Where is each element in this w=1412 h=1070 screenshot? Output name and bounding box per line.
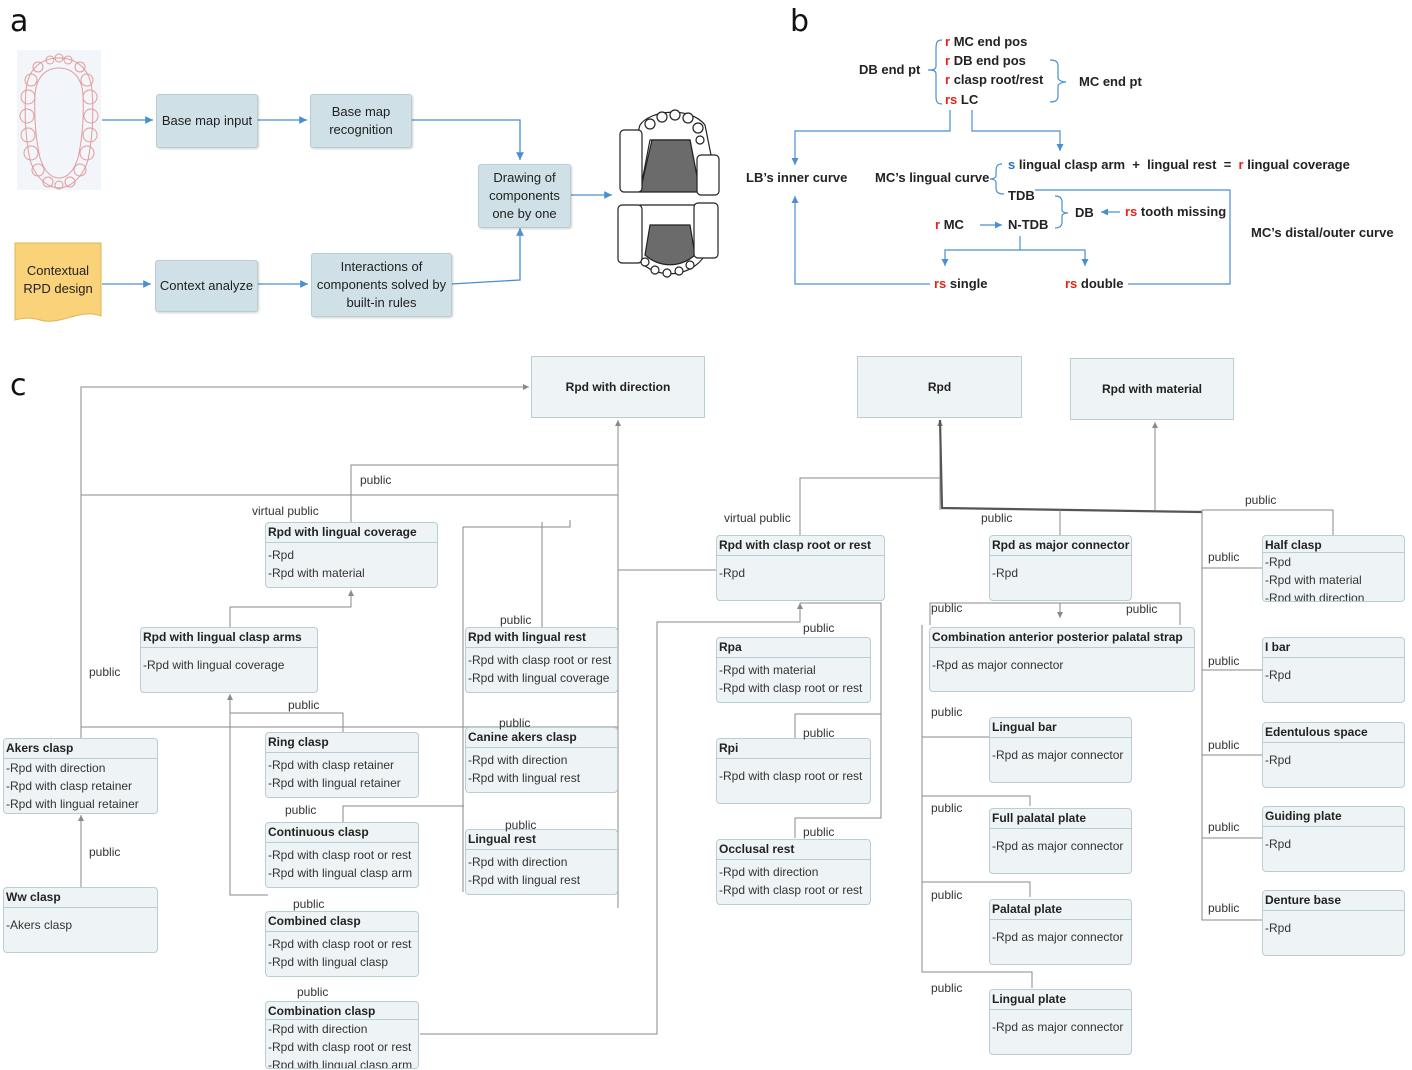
class-ring-clasp: Ring clasp -Rpd with clasp retainer-Rpd … bbox=[265, 732, 419, 798]
base-map-input-box: Base map input bbox=[156, 94, 258, 148]
public-label: public bbox=[1245, 493, 1277, 507]
class-akers-clasp: Akers clasp -Rpd with direction-Rpd with… bbox=[3, 738, 158, 814]
context-analyze-box: Context analyze bbox=[155, 260, 258, 312]
class-continuous-clasp: Continuous clasp -Rpd with clasp root or… bbox=[265, 822, 419, 888]
public-label: public bbox=[981, 511, 1013, 525]
public-label: public bbox=[293, 897, 325, 911]
public-label: public bbox=[360, 473, 392, 487]
panel-label-b: b bbox=[790, 4, 810, 39]
public-label: public bbox=[505, 818, 537, 832]
public-label: public bbox=[931, 981, 963, 995]
clasp-root-rest-label: r clasp root/rest bbox=[945, 72, 1044, 87]
class-rpi: Rpi -Rpd with clasp root or rest bbox=[716, 738, 871, 804]
class-combined-clasp: Combined clasp -Rpd with clasp root or r… bbox=[265, 911, 419, 977]
class-combination-clasp: Combination clasp -Rpd with direction-Rp… bbox=[265, 1001, 419, 1069]
public-label: public bbox=[1208, 901, 1240, 915]
class-rpa: Rpa -Rpd with material-Rpd with clasp ro… bbox=[716, 637, 871, 703]
public-label: public bbox=[803, 726, 835, 740]
public-label: public bbox=[803, 621, 835, 635]
public-label: public bbox=[1208, 738, 1240, 752]
document-shape bbox=[14, 242, 102, 322]
class-rpd-with-clasp-root-or-rest: Rpd with clasp root or rest -Rpd bbox=[716, 535, 885, 601]
interactions-box: Interactions of components solved by bui… bbox=[311, 253, 452, 317]
db-end-pos-label: r DB end pos bbox=[945, 53, 1026, 68]
public-label: public bbox=[499, 716, 531, 730]
class-rpd-with-lingual-rest: Rpd with lingual rest -Rpd with clasp ro… bbox=[465, 627, 618, 693]
public-label: public bbox=[931, 888, 963, 902]
class-guiding-plate: Guiding plate -Rpd bbox=[1262, 806, 1405, 872]
class-occlusal-rest: Occlusal rest -Rpd with direction-Rpd wi… bbox=[716, 839, 871, 905]
panel-label-c: c bbox=[10, 368, 27, 403]
rpd-drawing-icon bbox=[617, 109, 720, 278]
public-label: public bbox=[803, 825, 835, 839]
virtual-public-label: virtual public bbox=[724, 511, 791, 525]
class-half-clasp: Half clasp -Rpd-Rpd with material-Rpd wi… bbox=[1262, 535, 1405, 602]
lb-inner-curve-label: LB’s inner curve bbox=[746, 170, 848, 185]
public-label: public bbox=[288, 698, 320, 712]
single-label: rs single bbox=[934, 276, 988, 291]
public-label: public bbox=[89, 665, 121, 679]
public-label: public bbox=[1208, 820, 1240, 834]
public-label: public bbox=[931, 801, 963, 815]
ntdb-label: N-TDB bbox=[1008, 217, 1049, 232]
lc-label: rs LC bbox=[945, 92, 979, 107]
class-ww-clasp: Ww clasp -Akers clasp bbox=[3, 887, 158, 953]
public-label: public bbox=[1208, 654, 1240, 668]
mc-end-pt-label: MC end pt bbox=[1079, 74, 1142, 89]
public-label: public bbox=[1208, 550, 1240, 564]
public-label: public bbox=[931, 601, 963, 615]
double-label: rs double bbox=[1065, 276, 1124, 291]
base-map-recognition-box: Base map recognition bbox=[310, 94, 412, 148]
public-label: public bbox=[1126, 602, 1158, 616]
panel-label-a: a bbox=[10, 4, 29, 39]
public-label: public bbox=[89, 845, 121, 859]
public-label: public bbox=[297, 985, 329, 999]
class-combination-anterior-posterior-palatal-strap: Combination anterior posterior palatal s… bbox=[929, 627, 1195, 692]
public-label: public bbox=[285, 803, 317, 817]
class-edentulous-space: Edentulous space -Rpd bbox=[1262, 722, 1405, 788]
class-full-palatal-plate: Full palatal plate -Rpd as major connect… bbox=[989, 808, 1132, 874]
virtual-public-label: virtual public bbox=[252, 504, 319, 518]
tdb-label: TDB bbox=[1008, 188, 1035, 203]
class-lingual-rest: Lingual rest -Rpd with direction-Rpd wit… bbox=[465, 829, 618, 895]
rpd-with-direction-box: Rpd with direction bbox=[531, 356, 705, 418]
class-rpd-with-lingual-clasp-arms: Rpd with lingual clasp arms -Rpd with li… bbox=[140, 627, 318, 693]
class-rpd-as-major-connector: Rpd as major connector -Rpd bbox=[989, 535, 1132, 601]
class-canine-akers-clasp: Canine akers clasp -Rpd with direction-R… bbox=[465, 727, 618, 793]
mc-lingual-curve-label: MC’s lingual curve bbox=[875, 170, 990, 185]
public-label: public bbox=[931, 705, 963, 719]
db-label: DB bbox=[1075, 205, 1094, 220]
class-rpd-with-lingual-coverage: Rpd with lingual coverage -Rpd-Rpd with … bbox=[265, 522, 438, 588]
db-end-pt-label: DB end pt bbox=[859, 62, 921, 77]
rpd-box: Rpd bbox=[857, 356, 1022, 418]
contextual-rpd-design: Contextual RPD design bbox=[23, 263, 93, 296]
class-denture-base: Denture base -Rpd bbox=[1262, 890, 1405, 956]
mc-distal-curve-label: MC’s distal/outer curve bbox=[1251, 225, 1394, 240]
class-lingual-plate: Lingual plate -Rpd as major connector bbox=[989, 989, 1132, 1055]
public-label: public bbox=[500, 613, 532, 627]
rpd-with-material-box: Rpd with material bbox=[1070, 358, 1234, 420]
tooth-missing-label: rs tooth missing bbox=[1125, 204, 1227, 219]
class-palatal-plate: Palatal plate -Rpd as major connector bbox=[989, 899, 1132, 965]
mc-end-pos-label: r MC end pos bbox=[945, 34, 1028, 49]
mc-label: r MC bbox=[935, 217, 964, 232]
drawing-box: Drawing of components one by one bbox=[478, 164, 571, 228]
lingual-coverage-equation: s lingual clasp arm + lingual rest = r l… bbox=[1008, 157, 1350, 172]
arch-outline-icon bbox=[17, 50, 101, 190]
class-i-bar: I bar -Rpd bbox=[1262, 637, 1405, 703]
class-lingual-bar: Lingual bar -Rpd as major connector bbox=[989, 717, 1132, 783]
